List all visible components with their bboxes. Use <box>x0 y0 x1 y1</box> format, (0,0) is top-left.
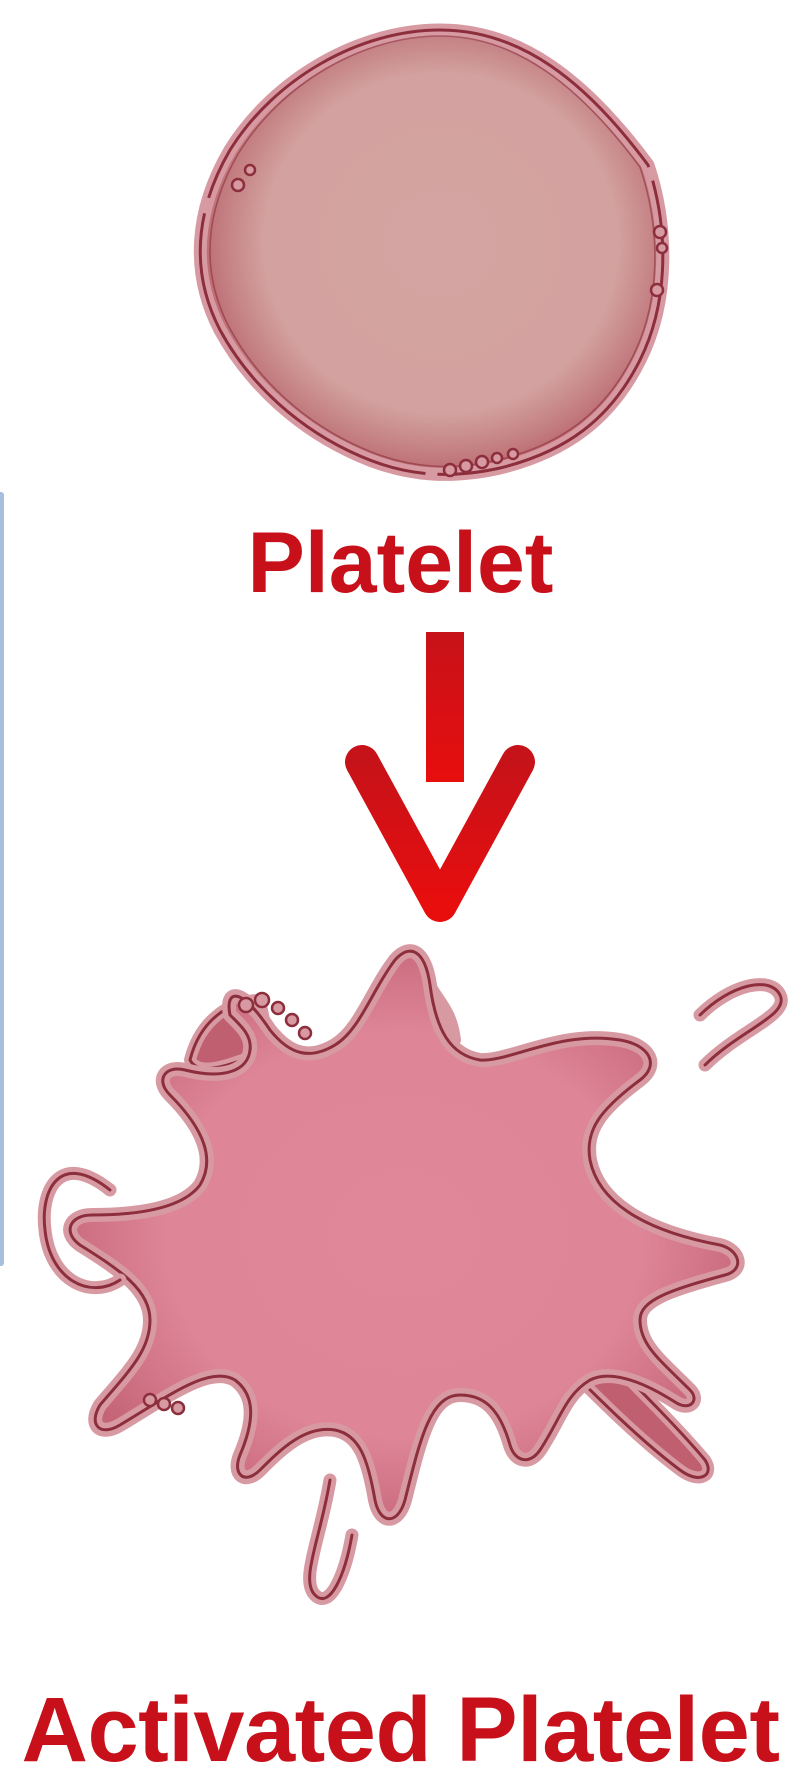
activated-platelet-label: Activated Platelet <box>0 1684 801 1776</box>
resting-platelet-icon <box>200 30 667 476</box>
resting-platelet-label: Platelet <box>0 520 801 606</box>
activated-platelet-icon <box>44 951 781 1598</box>
down-arrow-icon <box>362 632 518 905</box>
